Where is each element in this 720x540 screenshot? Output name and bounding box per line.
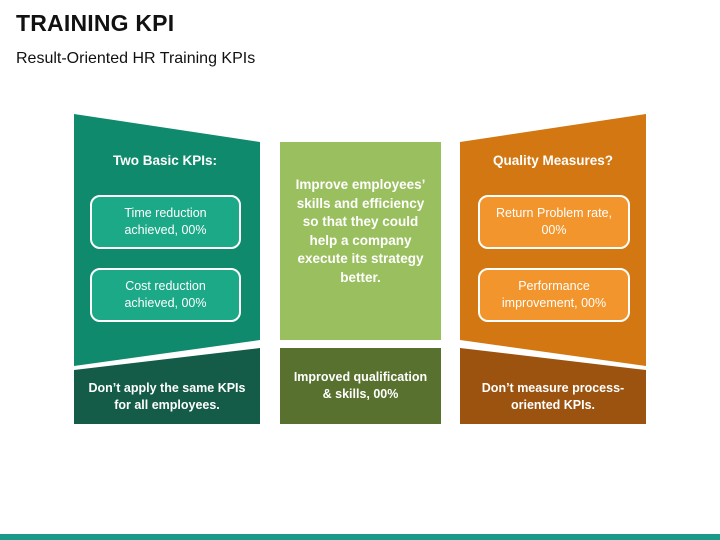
center-panel-footer: Improved qualification & skills, 00% xyxy=(293,370,428,401)
center-panel-text: Improve employees’ skills and efficiency… xyxy=(295,177,426,285)
left-panel-heading: Two Basic KPIs: xyxy=(112,153,218,168)
left-kpi-2: Cost reduction achieved, 00% xyxy=(90,268,241,322)
left-panel-bottom xyxy=(74,348,260,424)
page-subtitle: Result-Oriented HR Training KPIs xyxy=(16,50,256,67)
right-panel-footer: Don’t measure process-oriented KPIs. xyxy=(481,381,625,412)
center-panel-top xyxy=(280,142,441,340)
right-kpi-1: Return Problem rate, 00% xyxy=(478,195,630,249)
right-panel-heading: Quality Measures? xyxy=(492,153,614,168)
left-kpi-1: Time reduction achieved, 00% xyxy=(90,195,241,249)
center-panel-bottom xyxy=(280,348,441,424)
page-title: TRAINING KPI xyxy=(16,10,175,36)
bottom-accent-bar xyxy=(0,534,720,540)
right-panel-bottom xyxy=(460,348,646,424)
right-kpi-2: Performance improvement, 00% xyxy=(478,268,630,322)
left-panel-footer: Don’t apply the same KPIs for all employ… xyxy=(88,381,246,412)
